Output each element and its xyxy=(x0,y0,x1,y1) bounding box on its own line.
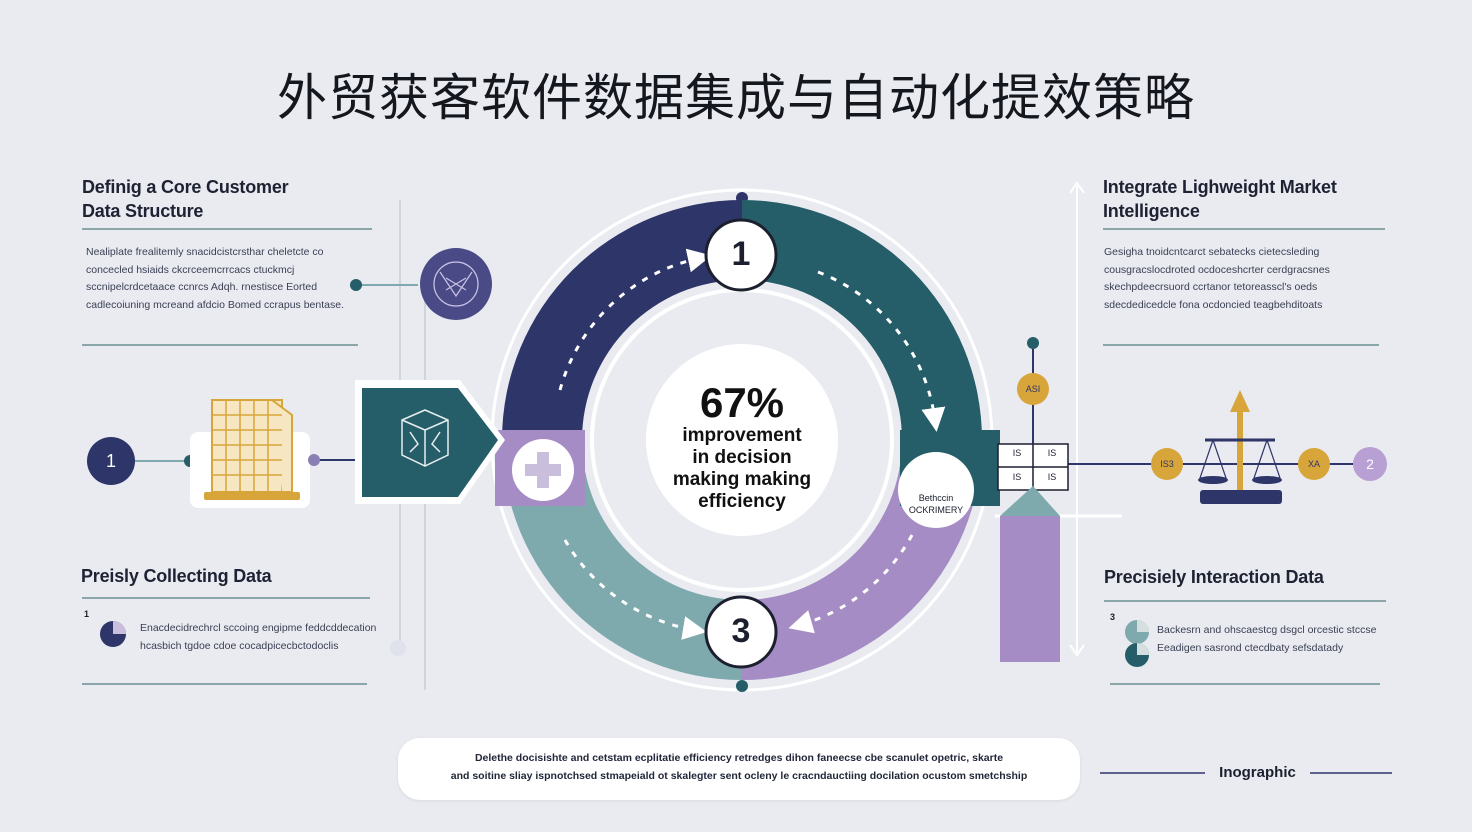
segment-teal xyxy=(742,200,982,440)
step-label-1: 1 xyxy=(731,235,751,273)
pin-dot xyxy=(1027,337,1039,349)
section-market-intel-body: Gesigha tnoidcntcarct sebatecks cietecsl… xyxy=(1104,246,1330,311)
section-core-structure-body: Nealiplate frealitemly snacidcistcrsthar… xyxy=(86,246,344,311)
badge-left xyxy=(1151,448,1183,480)
divider xyxy=(1104,600,1386,602)
stat-circle xyxy=(646,344,838,536)
divider xyxy=(82,597,370,599)
divider xyxy=(82,228,372,230)
section-core-structure-title: Definig a Core Customer Data Structure xyxy=(82,177,289,221)
section-interaction-body: Backesrn and ohscaestcg dsgcl orcestic s… xyxy=(1157,624,1377,654)
ring-bottom-dot xyxy=(736,680,748,692)
scales-icon xyxy=(1198,390,1282,504)
section-interaction-title: Precisiely Interaction Data xyxy=(1104,567,1324,587)
badge-left-label: IS3 xyxy=(1160,459,1174,469)
grid-cell-1: IS xyxy=(1012,448,1022,458)
stat-value: 67% xyxy=(699,379,785,426)
segment-navy xyxy=(502,200,742,440)
left-node-label: 1 xyxy=(105,450,116,471)
section-collecting-index: 1 xyxy=(84,609,90,619)
grid-cell-3: IS xyxy=(1012,472,1022,482)
stat-caption: improvement in decision making making ef… xyxy=(672,425,812,512)
right-node-label: 2 xyxy=(1366,456,1374,472)
right-node-circle xyxy=(1353,447,1387,481)
page-title: 外贸获客软件数据集成与自动化提效策略 xyxy=(277,69,1195,127)
logo-label: Inographic xyxy=(1219,764,1296,781)
footer-summary-box: Delethe docisishte and cetstam ecplitati… xyxy=(398,738,1080,800)
flow-arrow-2 xyxy=(817,270,946,432)
lavender-bar xyxy=(1000,516,1060,662)
cube-icon xyxy=(401,409,449,467)
side-label: Bethccin OCKRIMERY xyxy=(908,493,964,515)
step-node-1 xyxy=(704,218,778,292)
badge-mid xyxy=(1298,448,1330,480)
divider xyxy=(82,344,358,346)
grid-cell-2: IS xyxy=(1047,448,1057,458)
side-label-circle xyxy=(898,452,974,528)
section-collecting-title: Preisly Collecting Data xyxy=(81,566,272,586)
guide-end-dot xyxy=(390,640,406,656)
section-collecting-body: Enacdecidrechrcl sccoing engipme feddcdd… xyxy=(140,622,377,652)
cube-card xyxy=(362,388,498,497)
divider xyxy=(1103,344,1379,346)
spreadsheet-icon xyxy=(204,399,300,500)
step-node-3 xyxy=(704,595,778,669)
flow-arrow-3 xyxy=(788,534,914,634)
divider xyxy=(1110,683,1380,685)
flow-arrow-4 xyxy=(563,539,707,640)
grid-cell-4: IS xyxy=(1047,472,1057,482)
divider xyxy=(1103,228,1385,230)
footer-summary-text: Delethe docisishte and cetstam ecplitati… xyxy=(450,752,1028,782)
badge-mid-label: XA xyxy=(1307,459,1320,469)
left-node-circle xyxy=(87,437,135,485)
section-market-intel-title: Integrate Lighweight Market Intelligence xyxy=(1103,177,1337,221)
section-interaction-index: 3 xyxy=(1110,612,1116,622)
pin-badge xyxy=(1017,373,1049,405)
pin-label: ASI xyxy=(1025,384,1041,394)
step-label-3: 3 xyxy=(731,612,751,650)
flow-arrow-1 xyxy=(558,248,712,391)
divider xyxy=(82,683,367,685)
